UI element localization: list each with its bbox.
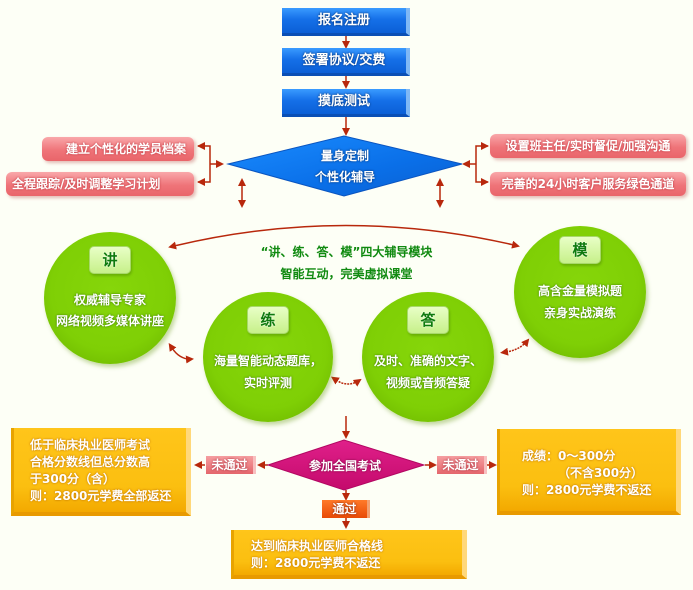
tag-fail-left: 未通过 [206,456,256,474]
outcome-right-line3: 则：2800元学费不返还 [522,483,652,497]
modules-title-line2: 智能互动，完美虚拟课堂 [280,267,413,281]
outcome-left-line3: 于300分（含） [30,472,116,486]
outcome-pass-line1: 达到临床执业医师合格线 [251,539,384,553]
tag-fail-right: 未通过 [437,456,487,474]
pill-class-teacher: 设置班主任/实时督促/加强沟通 [490,134,686,158]
pill-student-file: 建立个性化的学员档案 [42,137,194,161]
module-mo: 模 高含金量模拟题 亲身实战演练 [514,226,646,358]
outcome-left-line4: 则：2800元学费全部返还 [30,489,172,503]
decision-diamond-custom [226,135,463,197]
module-lian-line2: 实时评测 [243,376,292,390]
step-register: 报名注册 [282,8,410,36]
step-assessment-test: 摸底测试 [282,89,410,117]
module-jiang-line2: 网络视频多媒体讲座 [55,314,164,328]
pill-tracking-plan: 全程跟踪/及时调整学习计划 [6,172,194,196]
bracket-right [475,145,488,183]
diamond-line2: 个性化辅导 [314,170,375,184]
outcome-right-line1: 成绩：0～300分 [522,449,616,463]
exam-label: 参加全国考试 [308,459,381,473]
link-jiang-lian [168,343,194,364]
module-mo-badge: 模 [559,236,601,264]
module-lian: 练 海量智能动态题库， 实时评测 [203,292,333,422]
diamond-line1: 量身定制 [320,149,369,163]
module-da-line1: 及时、准确的文字、 [373,354,482,368]
module-mo-line2: 亲身实战演练 [543,306,616,320]
module-da-line2: 视频或音频答疑 [385,376,470,390]
step-sign-agreement: 签署协议/交费 [282,48,410,76]
module-jiang-line1: 权威辅导专家 [73,293,146,307]
outcome-left-line1: 低于临床执业医师考试 [30,438,151,452]
outcome-right-line2: （不含300分） [558,466,644,480]
module-mo-line1: 高含金量模拟题 [537,284,622,298]
outcome-fail-no-refund: 成绩：0～300分 （不含300分） 则：2800元学费不返还 [497,429,681,515]
module-da: 答 及时、准确的文字、 视频或音频答疑 [362,292,494,422]
outcome-pass-line2: 则：2800元学费不返还 [251,556,381,570]
module-da-badge: 答 [407,306,449,334]
link-lian-da [331,376,362,387]
modules-arc [168,224,520,250]
module-lian-line1: 海量智能动态题库， [213,354,322,368]
module-jiang-badge: 讲 [89,246,131,274]
module-jiang: 讲 权威辅导专家 网络视频多媒体讲座 [44,232,176,364]
decision-diamond-exam [266,439,426,491]
link-da-mo [500,338,530,356]
modules-title-line1: “讲、练、答、模”四大辅导模块 [260,245,433,259]
outcome-fail-partial-refund: 低于临床执业医师考试 合格分数线但总分数高 于300分（含） 则：2800元学费… [11,428,191,516]
outcome-pass: 达到临床执业医师合格线 则：2800元学费不返还 [231,530,467,579]
bracket-left [198,145,211,183]
module-lian-badge: 练 [247,306,289,334]
outcome-left-line2: 合格分数线但总分数高 [30,455,151,469]
pill-24h-service: 完善的24小时客户服务绿色通道 [490,172,686,196]
tag-pass: 通过 [322,500,370,518]
